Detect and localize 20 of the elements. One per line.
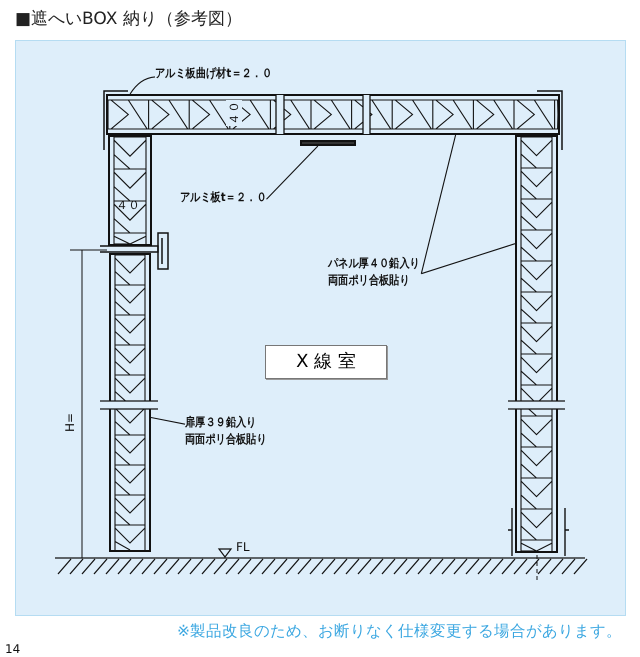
floor-level-text: FL [236,539,250,555]
wall-panel [515,135,558,553]
page-number: 14 [5,641,20,657]
leader-line [150,416,186,425]
callout-text: パネル厚４０鉛入り両面ポリ合板貼り [328,255,422,289]
door-panel [109,253,151,552]
callout-text: アルミ板曲げ材t＝２．０ [155,65,272,82]
dimension-text: H= [62,412,78,432]
wall-panel [108,135,152,246]
leader-line [130,76,156,94]
callout-text: 扉厚３９鉛入り両面ポリ合板貼り [185,414,268,448]
caption: ※製品改良のため、お断りなく仕様変更する場合があります。 [177,621,622,641]
ceiling-panel [106,94,560,135]
title: ■遮へいBOX 納り（参考図） [15,8,242,30]
leader-line [421,243,516,274]
leader-line [420,134,456,274]
room-label-box: X 線 室 [265,345,387,379]
dimension-text: ４０ [226,100,242,126]
plate [300,140,356,146]
callout-text: アルミ板t＝２．０ [180,189,266,206]
